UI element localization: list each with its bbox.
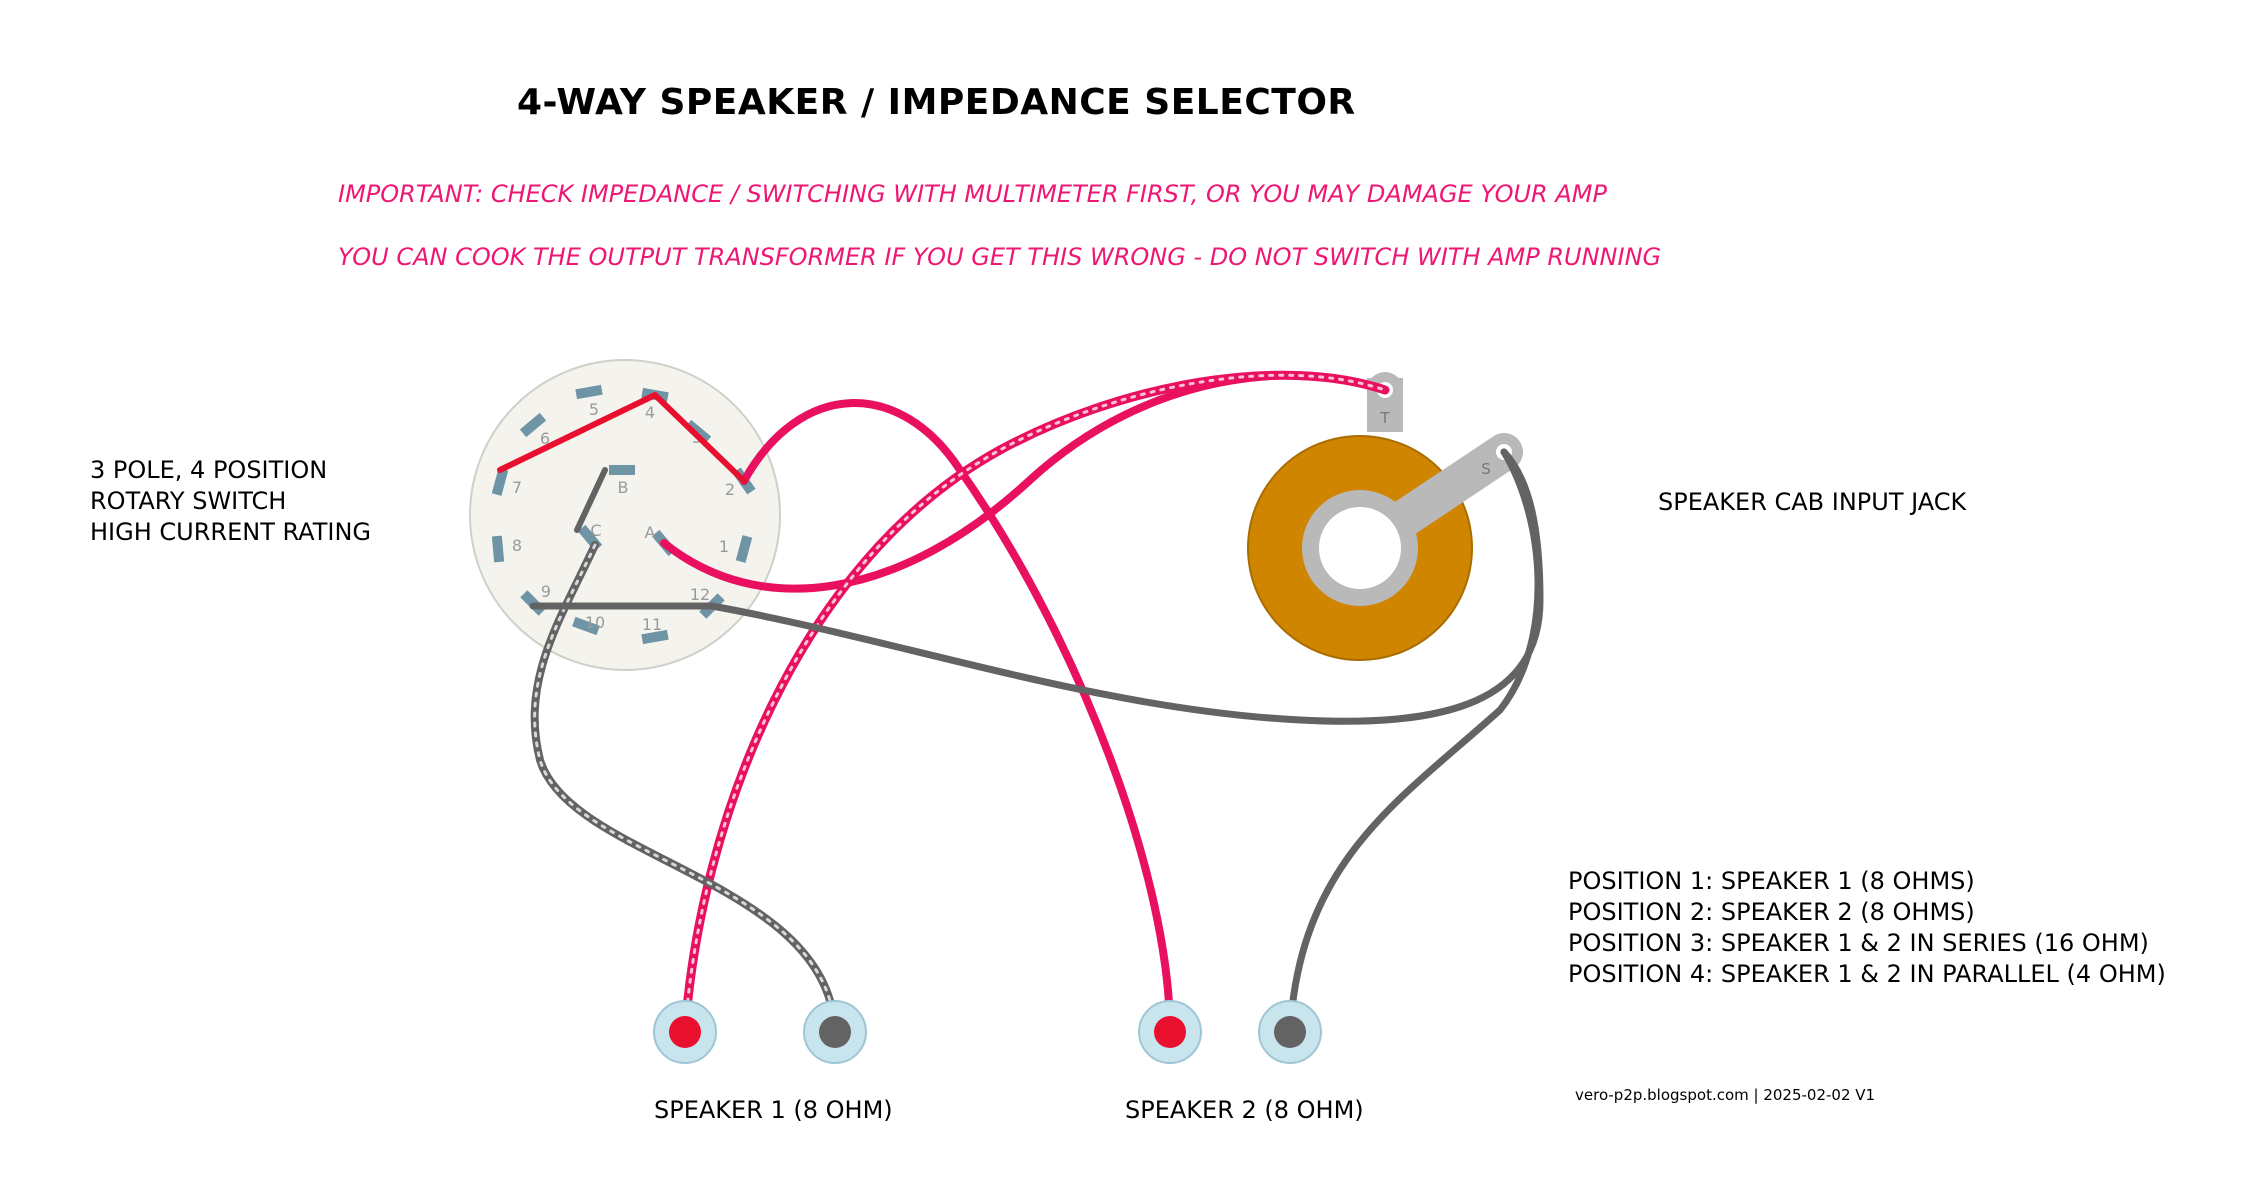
position-legend: POSITION 1: SPEAKER 1 (8 OHMS) POSITION … <box>1568 866 2166 990</box>
switch-lug-5 <box>575 384 603 400</box>
wire-poleC-to-speaker1-ground-stripe <box>533 543 837 1034</box>
switch-description-line-2: ROTARY SWITCH <box>90 487 287 515</box>
switch-lug-7 <box>491 468 509 496</box>
lug-label-2: 2 <box>725 480 735 499</box>
warning-line-1: IMPORTANT: CHECK IMPEDANCE / SWITCHING W… <box>338 180 1607 208</box>
lug-label-8: 8 <box>512 536 522 555</box>
switch-lug-10 <box>572 616 600 636</box>
switch-lug-11 <box>641 629 669 645</box>
lug-label-A: A <box>645 523 656 542</box>
lug-label-9: 9 <box>541 582 551 601</box>
wire-switch2-to-speaker2 <box>740 399 1174 1036</box>
switch-lug-8 <box>491 535 505 563</box>
lug-label-7: 7 <box>512 478 522 497</box>
switch-lug-labels: 1 2 3 4 5 6 7 8 9 10 11 12 A B C <box>512 400 735 634</box>
jack-tip-label: T <box>1379 409 1390 427</box>
speaker2-ground-terminal <box>1258 1000 1322 1064</box>
page-title: 4-WAY SPEAKER / IMPEDANCE SELECTOR <box>517 82 1356 123</box>
lug-label-10: 10 <box>585 613 605 632</box>
speaker1-hot-terminal <box>653 1000 717 1064</box>
speaker-terminals <box>653 1000 1322 1064</box>
wire-jumper-7-4-2 <box>497 392 747 484</box>
wire-speaker1-to-jack-tip-stripe <box>683 373 1387 1034</box>
position-1-text: POSITION 1: SPEAKER 1 (8 OHMS) <box>1568 867 1975 895</box>
lug-label-6: 6 <box>540 429 550 448</box>
credit-text: vero-p2p.blogspot.com | 2025-02-02 V1 <box>1575 1086 1876 1104</box>
lug-label-B: B <box>618 478 629 497</box>
lug-label-C: C <box>590 521 601 540</box>
jack-description: SPEAKER CAB INPUT JACK <box>1658 488 1967 516</box>
speaker2-hot-terminal <box>1138 1000 1202 1064</box>
switch-description: 3 POLE, 4 POSITION ROTARY SWITCH HIGH CU… <box>90 455 371 548</box>
position-2-text: POSITION 2: SPEAKER 2 (8 OHMS) <box>1568 898 1975 926</box>
wire-jack-sleeve-to-speaker2-ground <box>1286 448 1542 1036</box>
wires <box>497 370 1544 1037</box>
speaker1-label: SPEAKER 1 (8 OHM) <box>654 1096 893 1124</box>
position-3-text: POSITION 3: SPEAKER 1 & 2 IN SERIES (16 … <box>1568 929 2149 957</box>
input-jack: T S <box>1247 372 1523 661</box>
speaker1-ground-terminal <box>803 1000 867 1064</box>
switch-description-line-3: HIGH CURRENT RATING <box>90 518 372 546</box>
speaker2-label: SPEAKER 2 (8 OHM) <box>1125 1096 1364 1124</box>
jack-sleeve-label: S <box>1481 460 1491 478</box>
warning-line-2: YOU CAN COOK THE OUTPUT TRANSFORMER IF Y… <box>338 243 1662 271</box>
lug-label-4: 4 <box>645 403 655 422</box>
lug-label-11: 11 <box>642 615 662 634</box>
switch-lug-6 <box>519 412 547 438</box>
lug-label-1: 1 <box>719 537 729 556</box>
switch-description-line-1: 3 POLE, 4 POSITION <box>90 456 328 484</box>
switch-lug-1 <box>735 535 753 563</box>
switch-lug-3 <box>684 419 712 445</box>
position-4-text: POSITION 4: SPEAKER 1 & 2 IN PARALLEL (4… <box>1568 960 2166 988</box>
jack-hole <box>1319 507 1401 589</box>
switch-lug-B <box>609 465 635 475</box>
lug-label-5: 5 <box>589 400 599 419</box>
wire-poleB-to-poleC <box>574 467 608 533</box>
lug-label-12: 12 <box>690 585 710 604</box>
